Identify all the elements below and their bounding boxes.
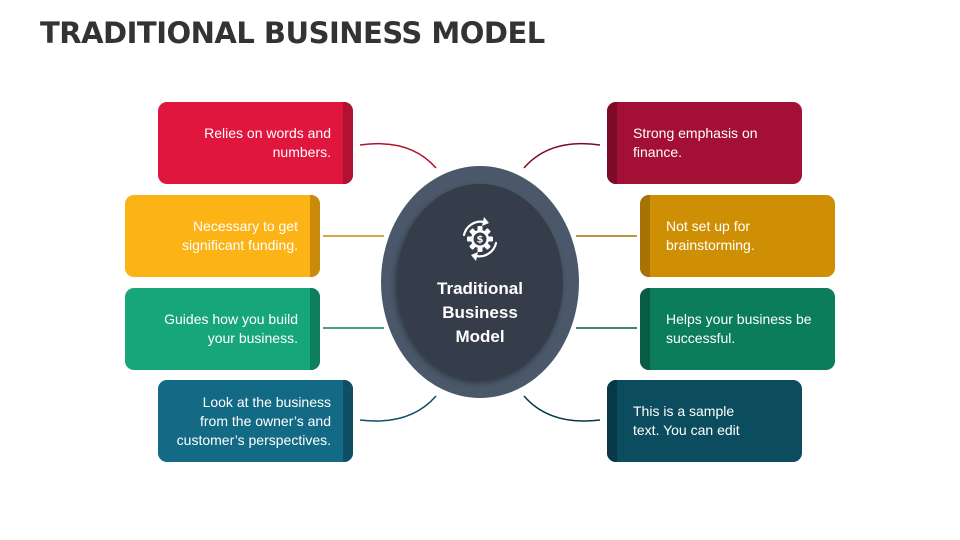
connector-8: [523, 395, 601, 422]
item-accent-1: [343, 102, 353, 184]
item-accent-8: [607, 380, 617, 462]
gear-dollar-cycle-icon: $: [462, 217, 498, 261]
connector-1: [359, 142, 437, 169]
item-accent-5: [607, 102, 617, 184]
connector-4: [359, 395, 437, 422]
item-accent-7: [640, 288, 650, 370]
page-title: TRADITIONAL BUSINESS MODEL: [40, 16, 545, 50]
item-accent-4: [343, 380, 353, 462]
connector-5: [523, 142, 601, 169]
item-accent-2: [310, 195, 320, 277]
hub-label: Traditional Business Model: [437, 279, 523, 346]
item-accent-3: [310, 288, 320, 370]
svg-text:$: $: [477, 235, 484, 246]
hub-inner-circle: [397, 184, 563, 380]
item-accent-6: [640, 195, 650, 277]
